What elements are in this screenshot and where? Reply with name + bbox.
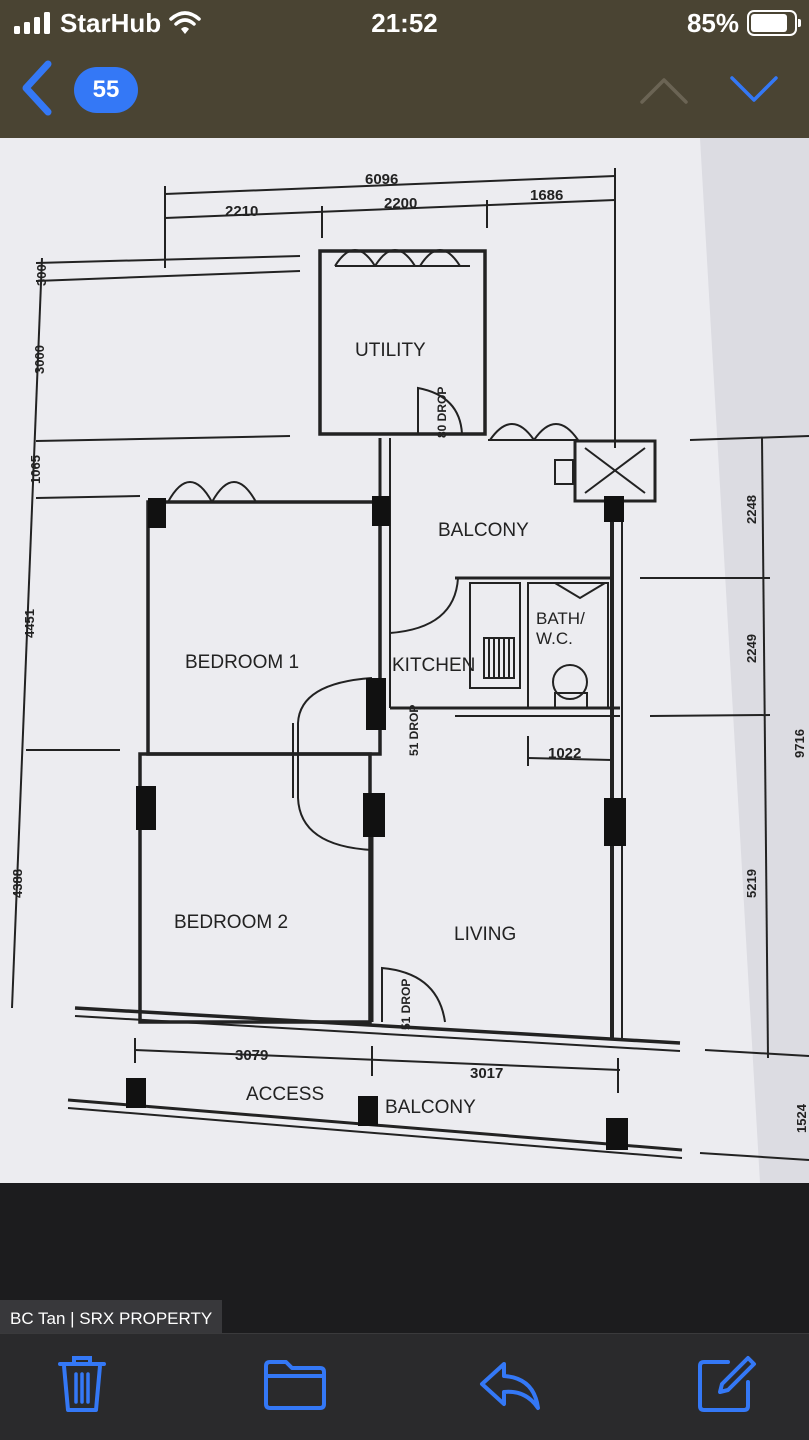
room-living: LIVING [454,924,516,945]
trash-icon [58,1356,106,1412]
dimension-top-left: 2210 [225,203,258,220]
previous-message-button[interactable] [636,70,692,110]
room-bath-line1: BATH/ [536,609,585,628]
dimension-inner: 1022 [548,745,581,762]
status-battery-group: 85% [686,6,801,40]
dimension-left-4: 4388 [10,869,25,898]
room-access: ACCESS [246,1084,324,1105]
signal-icon [14,12,50,34]
dimension-total-width: 6096 [365,171,398,188]
reply-icon [480,1362,540,1410]
dimension-right-1: 2249 [744,634,759,663]
delete-button[interactable] [50,1352,114,1416]
carrier-name: StarHub [60,8,162,38]
dimension-left-2: 1065 [28,455,43,484]
room-bedroom-2: BEDROOM 2 [174,912,288,933]
dimension-right-0: 2248 [744,495,759,524]
unread-count-badge[interactable]: 55 [74,67,138,113]
watermark-label: BC Tan | SRX PROPERTY [0,1300,223,1338]
chevron-down-icon [730,76,778,102]
room-bedroom-1: BEDROOM 1 [185,652,299,673]
dimension-right-3: 5219 [744,869,759,898]
chevron-up-icon [640,78,688,104]
floor-plan-photo[interactable]: 6096 2210 2200 1686 3079 3017 1022 300 3… [0,138,809,1183]
compose-button[interactable] [694,1352,758,1416]
room-utility: UTILITY [355,340,426,361]
dimension-bottom-right: 3017 [470,1065,503,1082]
back-button[interactable] [16,58,60,118]
move-to-folder-button[interactable] [262,1352,326,1416]
drop-label-kitchen: 51 DROP [407,705,421,756]
room-access-balcony: BALCONY [385,1097,476,1118]
dimension-bottom-left: 3079 [235,1047,268,1064]
reply-button[interactable] [478,1352,542,1416]
dimension-top-mid: 2200 [384,195,417,212]
room-kitchen: KITCHEN [392,655,475,676]
status-carrier-group: StarHub [14,6,201,40]
drop-label-utility: 80 DROP [435,387,449,438]
top-bar: 21:52 StarHub 85% [0,0,809,138]
status-time: 21:52 [371,8,438,38]
wifi-icon [169,11,201,34]
room-bath-line2: W.C. [536,629,573,648]
next-message-button[interactable] [726,70,782,110]
dimension-left-3: 4451 [22,609,37,638]
bottom-toolbar [0,1333,809,1440]
compose-icon [698,1356,756,1412]
folder-icon [264,1360,326,1410]
chevron-left-icon [22,60,52,116]
dimension-top-right: 1686 [530,187,563,204]
drop-label-living: 51 DROP [399,979,413,1030]
dimension-left-1: 3000 [32,345,47,374]
battery-percent: 85% [686,8,739,38]
floor-plan-drawing: 6096 2210 2200 1686 3079 3017 1022 300 3… [0,138,809,1183]
dimension-right-2: 9716 [792,729,807,758]
battery-icon [747,10,801,36]
dimension-right-4: 1524 [794,1103,809,1133]
room-balcony: BALCONY [438,520,529,541]
dimension-left-0: 300 [34,264,49,286]
battery-fill [751,14,787,32]
